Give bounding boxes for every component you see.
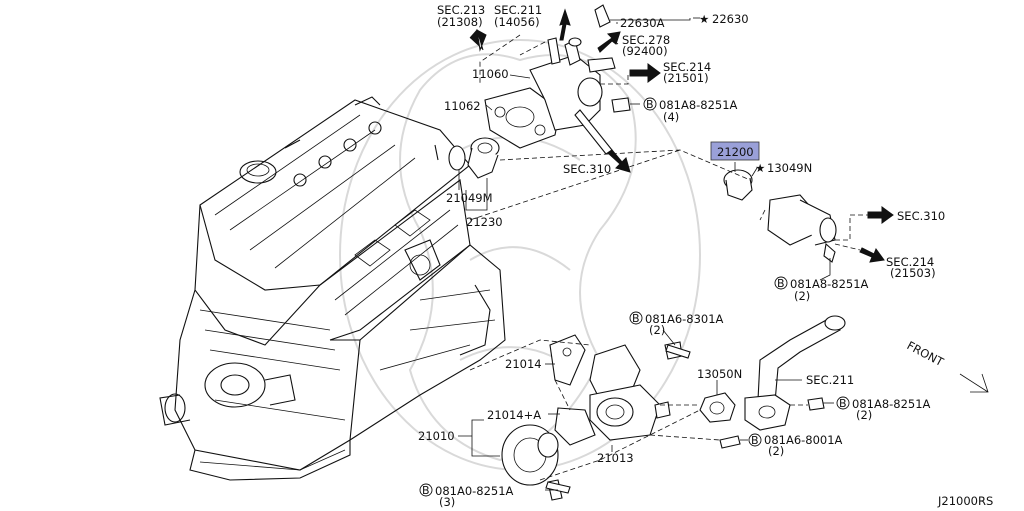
bolts — [545, 97, 741, 494]
label-sec278[interactable]: SEC.278 — [622, 33, 670, 47]
label-bolt-pump[interactable]: 081A0-8251A — [435, 484, 514, 498]
diagram-code: J21000RS — [937, 494, 993, 508]
label-bolt-pump2-qty: (2) — [768, 444, 784, 458]
front-arrow — [959, 373, 989, 393]
label-sec214-right[interactable]: SEC.214 — [886, 255, 934, 269]
label-22630a[interactable]: 22630A — [620, 16, 665, 30]
bolt-marker-hose — [836, 396, 850, 410]
label-bolt-mid[interactable]: 081A6-8301A — [645, 312, 724, 326]
dashed-lines — [469, 34, 870, 481]
label-bolt-mid-qty: (2) — [649, 323, 665, 337]
thermostat-21200 — [723, 169, 837, 263]
label-bolt-top-qty: (4) — [663, 110, 679, 124]
bolt-marker-pump2 — [748, 433, 762, 447]
label-13050n[interactable]: 13050N — [697, 367, 742, 381]
label-21010[interactable]: 21010 — [418, 429, 455, 443]
label-21049m[interactable]: 21049M — [446, 191, 493, 205]
thermostat-21230 — [448, 137, 500, 179]
label-bolt-hose[interactable]: 081A8-8251A — [852, 397, 931, 411]
label-bolt-pump2[interactable]: 081A6-8001A — [764, 433, 843, 447]
label-sec213[interactable]: SEC.213 — [437, 3, 485, 17]
label-front: FRONT — [905, 338, 947, 369]
label-bolt-right[interactable]: 081A8-8251A — [790, 277, 869, 291]
star-13049n: ★ — [755, 161, 765, 175]
label-21230[interactable]: 21230 — [466, 215, 503, 229]
thermostat-housing-upper — [484, 4, 616, 155]
leader-lines — [458, 17, 834, 491]
bolt-marker-right — [774, 276, 788, 290]
bolt-marker-pump — [419, 483, 433, 497]
label-bolt-top[interactable]: 081A8-8251A — [659, 98, 738, 112]
arrow-sec310-right — [867, 206, 894, 224]
label-sec310-right[interactable]: SEC.310 — [897, 209, 945, 223]
bolt-marker-mid — [629, 311, 643, 325]
label-sec214-top-code: (21501) — [663, 71, 709, 85]
arrow-sec213 — [469, 28, 487, 52]
label-sec211-top-code: (14056) — [494, 15, 540, 29]
bolt-marker-top-letter: B — [646, 98, 654, 111]
label-sec211-right[interactable]: SEC.211 — [806, 373, 854, 387]
bolt-marker-hose-letter: B — [839, 397, 847, 410]
label-11060[interactable]: 11060 — [472, 67, 509, 81]
label-sec310-mid[interactable]: SEC.310 — [563, 162, 611, 176]
label-21013[interactable]: 21013 — [597, 451, 634, 465]
highlight-21200 — [710, 141, 760, 161]
label-sec278-code: (92400) — [622, 44, 668, 58]
arrow-22630 — [610, 18, 691, 21]
bolt-marker-pump2-letter: B — [751, 434, 759, 447]
bolt-marker-right-letter: B — [777, 277, 785, 290]
label-sec213-code: (21308) — [437, 15, 483, 29]
engine-assembly — [159, 96, 506, 481]
arrow-sec214-top — [629, 63, 661, 83]
label-11062[interactable]: 11062 — [444, 99, 481, 113]
label-22630[interactable]: 22630 — [712, 12, 749, 26]
bolt-marker-pump-letter: B — [422, 484, 430, 497]
bolt-marker-mid-letter: B — [632, 312, 640, 325]
direction-arrows — [469, 8, 989, 393]
arrow-sec310-mid — [607, 149, 631, 173]
label-21014[interactable]: 21014 — [505, 357, 542, 371]
star-22630: ★ — [699, 12, 709, 26]
label-sec211-top[interactable]: SEC.211 — [494, 3, 542, 17]
label-21014a[interactable]: 21014+A — [487, 408, 541, 422]
arrow-sec211-top — [559, 8, 571, 41]
water-inlet-pipe — [744, 315, 846, 431]
gasket-13050n — [699, 392, 736, 423]
label-sec214-top[interactable]: SEC.214 — [663, 60, 711, 74]
arrow-sec278 — [597, 31, 621, 53]
label-bolt-right-qty: (2) — [794, 289, 810, 303]
label-bolt-pump-qty: (3) — [439, 495, 455, 509]
label-21200[interactable]: 21200 — [717, 145, 754, 159]
label-bolt-hose-qty: (2) — [856, 408, 872, 422]
callout-labels: SEC.213 (21308) SEC.211 (14056) 22630A ★… — [418, 3, 993, 509]
arrow-sec214-right — [859, 247, 885, 263]
bolt-marker-top — [643, 97, 657, 111]
label-sec214-right-code: (21503) — [890, 266, 936, 280]
label-13049n[interactable]: 13049N — [767, 161, 812, 175]
